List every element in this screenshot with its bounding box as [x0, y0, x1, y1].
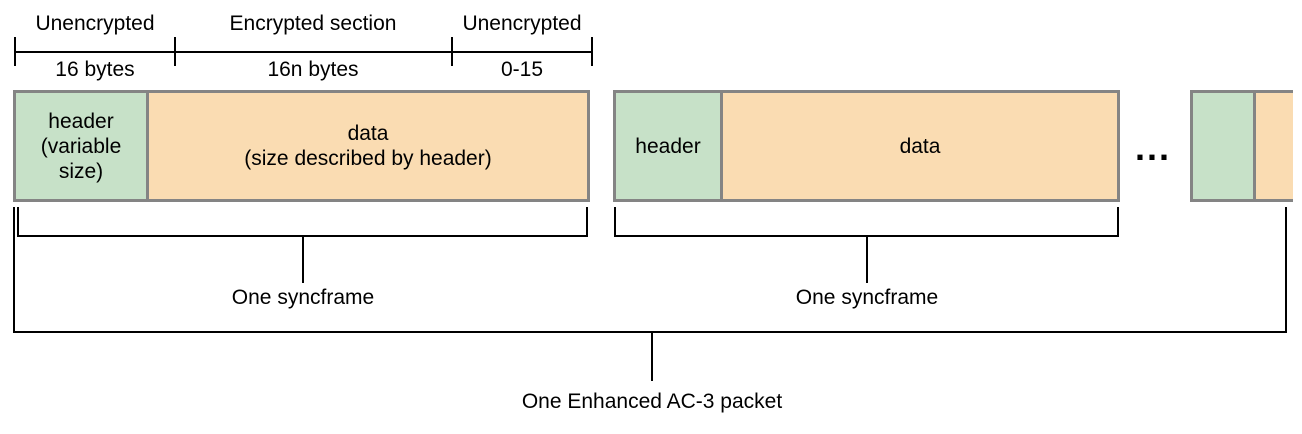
syncframe1-bracket-stem — [302, 235, 304, 283]
ruler-tick-3 — [451, 37, 453, 66]
packet-bracket-left-tick — [13, 207, 15, 333]
syncframe1-header-cell: header (variable size) — [16, 93, 146, 199]
packet-bracket-label: One Enhanced AC-3 packet — [521, 390, 783, 413]
syncframe-truncated-box — [1190, 90, 1293, 202]
syncframe2-bracket-right-tick — [1117, 207, 1119, 237]
syncframe2-box: header data — [613, 90, 1120, 202]
ruler-section2-label: Encrypted section — [229, 12, 397, 35]
syncframe2-header-cell: header — [616, 93, 720, 199]
ruler-section1-size: 16 bytes — [55, 58, 135, 81]
syncframe1-data-cell: data (size described by header) — [149, 93, 587, 199]
packet-bracket-right-tick — [1285, 207, 1287, 333]
ruler-section3-label: Unencrypted — [462, 12, 582, 35]
ruler-tick-start — [14, 37, 16, 66]
syncframe1-bracket-label: One syncframe — [231, 286, 375, 309]
ruler-tick-end — [591, 37, 593, 66]
packet-bracket-stem — [651, 331, 653, 381]
ellipsis: ... — [1135, 127, 1172, 168]
syncframe2-bracket-left-tick — [614, 207, 616, 237]
syncframe2-data-label: data — [899, 134, 941, 158]
ruler-section1-label: Unencrypted — [35, 12, 155, 35]
syncframe-truncated-header-cell — [1193, 93, 1253, 199]
syncframe1-bracket-left-tick — [17, 207, 19, 237]
ruler-section2-size: 16n bytes — [267, 58, 359, 81]
syncframe2-header-label: header — [635, 134, 701, 158]
syncframe1-box: header (variable size) data (size descri… — [13, 90, 590, 202]
syncframe2-bracket-label: One syncframe — [795, 286, 939, 309]
syncframe1-bracket-right-tick — [586, 207, 588, 237]
packet-bracket-line — [13, 331, 1287, 333]
syncframe1-header-label: header (variable size) — [40, 109, 122, 183]
syncframe2-data-cell: data — [723, 93, 1117, 199]
ruler-section3-size: 0-15 — [500, 58, 544, 81]
ruler-line — [15, 51, 592, 53]
syncframe-truncated-data-cell — [1256, 93, 1293, 199]
syncframe2-bracket-stem — [866, 235, 868, 283]
ruler-tick-2 — [174, 37, 176, 66]
syncframe1-data-label: data (size described by header) — [244, 122, 492, 170]
